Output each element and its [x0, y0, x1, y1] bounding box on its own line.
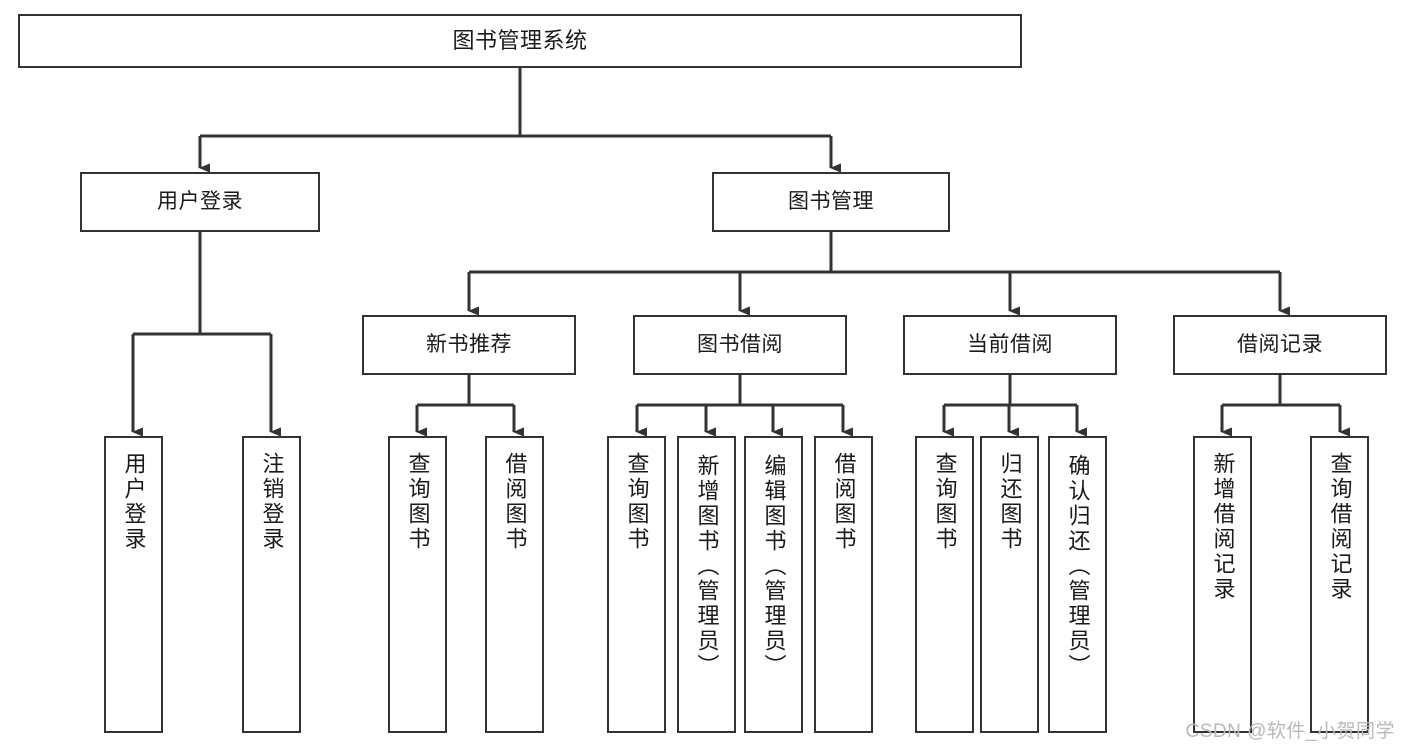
- node-label: 用户登录: [121, 452, 147, 552]
- leaf-confirm-return-admin[interactable]: 确认归还（管理员）: [1048, 436, 1107, 733]
- leaf-return-book[interactable]: 归还图书: [980, 436, 1039, 733]
- node-label: 图书管理: [788, 189, 874, 213]
- node-label: 当前借阅: [967, 332, 1053, 356]
- node-label: 归还图书: [997, 452, 1023, 552]
- node-label: 图书管理系统: [452, 28, 588, 54]
- node-label: 借阅图书: [831, 452, 857, 552]
- node-current-borrowing[interactable]: 当前借阅: [903, 315, 1117, 375]
- node-label: 新增借阅记录: [1210, 452, 1236, 602]
- node-label: 查询借阅记录: [1327, 452, 1353, 602]
- node-user-login[interactable]: 用户登录: [80, 172, 320, 232]
- node-label: 图书借阅: [697, 332, 783, 356]
- leaf-edit-book-admin[interactable]: 编辑图书（管理员）: [744, 436, 803, 733]
- node-label: 注销登录: [259, 452, 285, 552]
- leaf-add-borrow-record[interactable]: 新增借阅记录: [1193, 436, 1252, 733]
- node-borrowing-records[interactable]: 借阅记录: [1173, 315, 1387, 375]
- leaf-borrow-book-new-book[interactable]: 借阅图书: [485, 436, 544, 733]
- leaf-logout[interactable]: 注销登录: [242, 436, 301, 733]
- node-label: 查询图书: [932, 452, 958, 552]
- leaf-query-book-current[interactable]: 查询图书: [915, 436, 974, 733]
- leaf-add-book-admin[interactable]: 新增图书（管理员）: [677, 436, 736, 733]
- watermark-text: CSDN @软件_小贺同学: [1185, 721, 1395, 742]
- node-label: 新书推荐: [426, 332, 512, 356]
- leaf-query-book-borrowing[interactable]: 查询图书: [607, 436, 666, 733]
- node-label: 查询图书: [624, 452, 650, 552]
- node-label: 编辑图书（管理员）: [761, 454, 787, 679]
- node-root-book-management-system[interactable]: 图书管理系统: [18, 14, 1022, 68]
- node-book-borrowing[interactable]: 图书借阅: [633, 315, 847, 375]
- node-label: 借阅图书: [502, 452, 528, 552]
- leaf-user-login[interactable]: 用户登录: [104, 436, 163, 733]
- node-new-book-recommendation[interactable]: 新书推荐: [362, 315, 576, 375]
- node-label: 查询图书: [405, 452, 431, 552]
- leaf-query-book-new-book[interactable]: 查询图书: [388, 436, 447, 733]
- node-label: 借阅记录: [1237, 332, 1323, 356]
- node-book-management[interactable]: 图书管理: [712, 172, 950, 232]
- node-label: 确认归还（管理员）: [1065, 454, 1091, 679]
- node-label: 用户登录: [157, 189, 243, 213]
- node-label: 新增图书（管理员）: [694, 454, 720, 679]
- leaf-query-borrow-record[interactable]: 查询借阅记录: [1310, 436, 1369, 733]
- leaf-borrow-book-borrowing[interactable]: 借阅图书: [814, 436, 873, 733]
